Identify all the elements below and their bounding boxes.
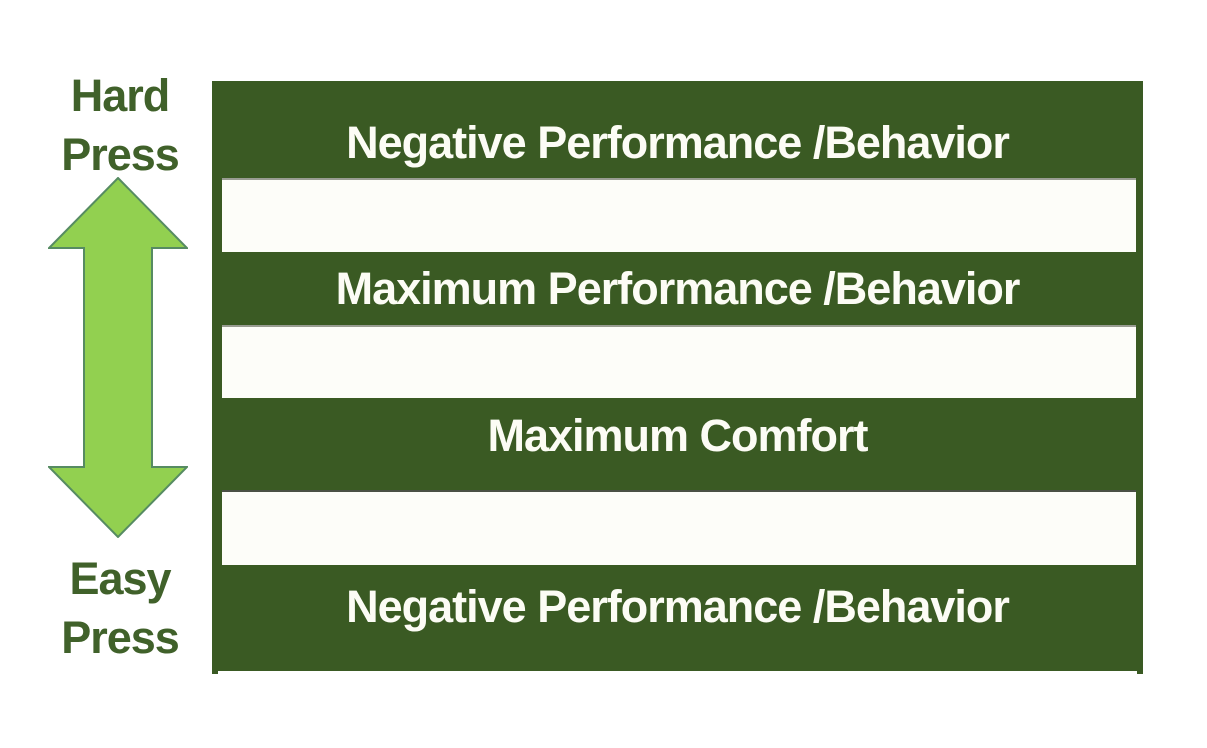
easy-press-line2: Press	[61, 612, 180, 663]
hard-press-label: Hard Press	[28, 66, 212, 184]
band-label: Negative Performance /Behavior	[346, 581, 1010, 632]
hard-press-line2: Press	[61, 129, 180, 180]
band-maximum-comfort: Maximum Comfort	[212, 398, 1143, 490]
band-spacer-3	[222, 490, 1136, 565]
easy-press-label: Easy Press	[28, 549, 212, 667]
band-spacer-1	[222, 178, 1136, 252]
band-label: Maximum Performance /Behavior	[335, 262, 1021, 314]
hard-press-line1: Hard	[70, 70, 171, 121]
performance-band-box: Negative Performance /Behavior Maximum P…	[212, 81, 1143, 671]
box-left-border	[212, 82, 218, 674]
press-axis-arrow	[46, 176, 190, 539]
band-negative-performance-bottom: Negative Performance /Behavior	[212, 565, 1143, 671]
easy-press-line1: Easy	[69, 553, 171, 604]
double-headed-vertical-arrow-icon	[46, 176, 190, 539]
band-maximum-performance: Maximum Performance /Behavior	[212, 252, 1143, 325]
box-right-border	[1137, 82, 1143, 674]
band-label: Negative Performance /Behavior	[346, 116, 1010, 168]
arrow-shape	[46, 176, 190, 539]
band-spacer-2	[222, 325, 1136, 398]
band-label: Maximum Comfort	[487, 410, 868, 461]
band-negative-performance-top: Negative Performance /Behavior	[212, 81, 1143, 178]
